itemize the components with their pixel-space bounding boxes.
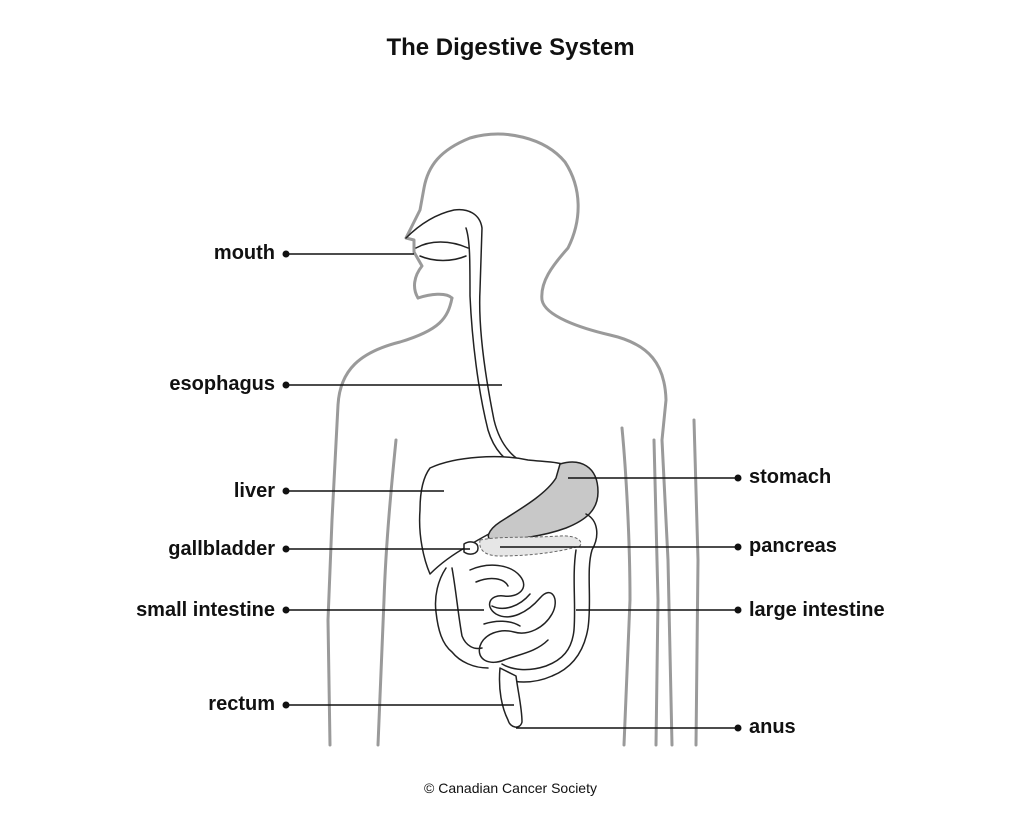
label-mouth: mouth <box>214 242 275 264</box>
palate <box>415 241 469 262</box>
mouth-and-esophagus <box>405 208 523 467</box>
label-pancreas: pancreas <box>749 535 837 557</box>
label-esophagus: esophagus <box>169 373 275 395</box>
right-arm-inner <box>692 418 700 747</box>
label-anus: anus <box>749 716 796 738</box>
dot-mouth <box>282 250 290 258</box>
dot-liver <box>282 487 290 495</box>
label-rectum: rectum <box>208 693 275 715</box>
diagram-title: The Digestive System <box>386 34 635 61</box>
left-labels: mouth esophagus liver gallbladder small … <box>136 242 275 715</box>
left-torso <box>376 438 398 747</box>
dot-pancreas <box>734 543 742 551</box>
dot-gallbladder <box>282 545 290 553</box>
dot-small-intestine <box>282 606 290 614</box>
right-labels: stomach pancreas large intestine anus <box>749 466 885 738</box>
esophagus-tube <box>465 227 519 467</box>
label-large-intestine: large intestine <box>749 599 885 621</box>
gallbladder-shape <box>463 541 479 555</box>
small-intestine-shape <box>469 564 556 664</box>
right-arm-outer <box>652 438 660 747</box>
left-shoulder-arm <box>326 296 454 747</box>
rectum-shape <box>498 667 523 728</box>
dot-anus <box>734 724 742 732</box>
label-gallbladder: gallbladder <box>168 538 275 560</box>
right-torso <box>620 426 632 747</box>
dot-large-intestine <box>734 606 742 614</box>
label-stomach: stomach <box>749 466 831 488</box>
label-small-intestine: small intestine <box>136 599 275 621</box>
oral-cavity <box>405 208 523 463</box>
dot-rectum <box>282 701 290 709</box>
copyright-notice: © Canadian Cancer Society <box>424 780 597 796</box>
head-outline <box>404 132 674 747</box>
left-leaders <box>282 250 514 709</box>
dot-stomach <box>734 474 742 482</box>
neck-front <box>416 292 454 300</box>
label-liver: liver <box>234 480 275 502</box>
pancreas-shape <box>479 535 582 557</box>
body-silhouette <box>326 132 700 747</box>
right-leaders <box>500 474 742 732</box>
dot-esophagus <box>282 381 290 389</box>
large-intestine-shape <box>434 513 598 683</box>
